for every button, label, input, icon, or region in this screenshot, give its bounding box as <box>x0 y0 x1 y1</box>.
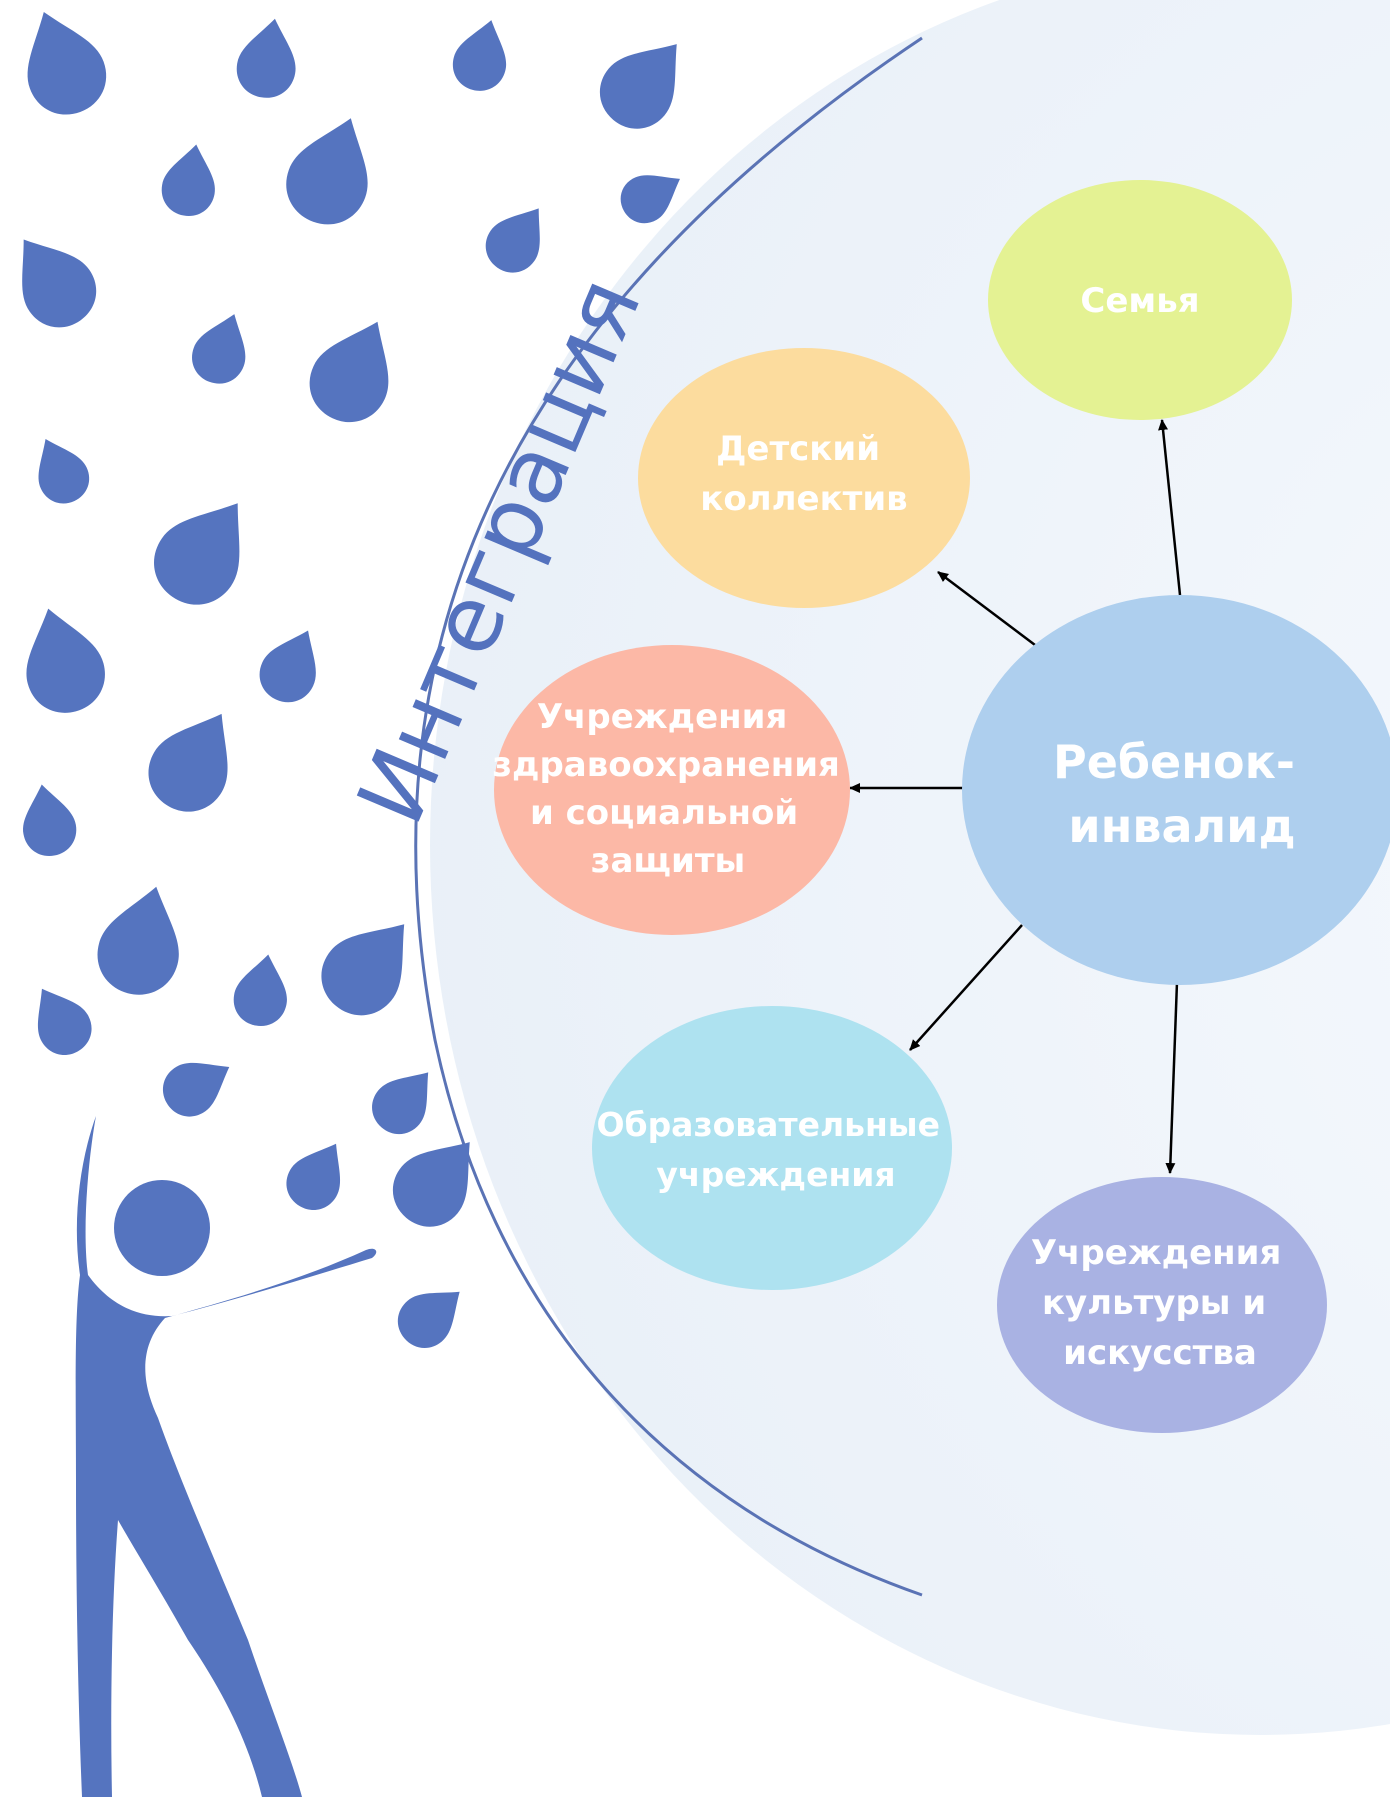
arrow-to-culture <box>1165 981 1179 1174</box>
water-drop-icon <box>397 1291 460 1348</box>
node-culture-line-1: Учреждения <box>1031 1233 1281 1273</box>
node-culture-line-2: культуры и <box>1042 1283 1266 1323</box>
node-education-label: Образовательные учреждения <box>596 1105 951 1194</box>
node-education-shape <box>592 1006 952 1290</box>
node-education-line-1: Образовательные <box>596 1105 940 1144</box>
node-children-collective: Детский коллектив <box>638 348 970 608</box>
water-drop-icon <box>233 954 287 1026</box>
water-drop-icon <box>259 630 316 703</box>
node-center-line-2: инвалид <box>1068 799 1295 853</box>
water-drop-icon <box>286 118 368 225</box>
node-healthcare-line-4: защиты <box>591 841 746 881</box>
node-healthcare-line-1: Учреждения <box>537 697 787 737</box>
node-family-line-1: Семья <box>1080 281 1199 321</box>
water-drop-icon <box>620 175 680 224</box>
water-drop-icon <box>452 20 507 91</box>
node-children-collective-label: Детский коллектив <box>700 429 907 519</box>
water-drop-icon <box>154 503 240 605</box>
arrows-group <box>849 419 1182 1174</box>
water-drop-icon <box>27 12 107 115</box>
water-drop-icon <box>192 314 246 384</box>
node-healthcare-label: Учреждения здравоохранения и социальной … <box>492 697 851 881</box>
water-drop-icon <box>600 44 677 129</box>
water-drop-icon <box>163 1062 230 1117</box>
node-culture-shape <box>997 1177 1327 1433</box>
node-education: Образовательные учреждения <box>592 1006 952 1290</box>
arrow-to-education <box>909 924 1023 1051</box>
node-healthcare: Учреждения здравоохранения и социальной … <box>492 645 851 935</box>
water-drop-icon <box>38 439 90 504</box>
water-drop-icon <box>485 208 540 273</box>
node-children-collective-line-1: Детский <box>716 429 880 469</box>
node-children-collective-shape <box>638 348 970 608</box>
water-drop-icon <box>236 18 296 98</box>
node-center-shape <box>962 595 1390 985</box>
node-culture: Учреждения культуры и искусства <box>997 1177 1327 1433</box>
node-family-label: Семья <box>1080 281 1199 321</box>
water-drop-icon <box>161 144 215 216</box>
person-figure-icon <box>75 1116 377 1797</box>
person-head <box>114 1180 210 1276</box>
water-drop-icon <box>37 988 92 1055</box>
water-drop-icon <box>26 608 105 713</box>
water-drop-icon <box>23 784 77 856</box>
water-drop-icon <box>22 239 97 328</box>
water-drop-icon <box>372 1072 429 1135</box>
person-body <box>75 1116 377 1797</box>
node-family: Семья <box>988 180 1292 420</box>
node-center: Ребенок- инвалид <box>962 595 1390 985</box>
arrow-to-family <box>1158 419 1182 596</box>
node-healthcare-line-2: здравоохранения <box>492 745 840 785</box>
node-children-collective-line-2: коллектив <box>700 479 907 519</box>
water-drop-icon <box>309 321 389 423</box>
water-drop-icon <box>286 1143 341 1210</box>
node-family-shape <box>988 180 1292 420</box>
node-culture-label: Учреждения культуры и искусства <box>1031 1233 1293 1373</box>
node-center-line-1: Ребенок- <box>1053 735 1295 789</box>
node-healthcare-shape <box>494 645 850 935</box>
node-healthcare-line-3: и социальной <box>530 793 798 833</box>
water-drop-icon <box>321 924 405 1016</box>
water-drop-icon <box>393 1142 470 1227</box>
boundary-arc <box>414 36 923 1597</box>
node-education-line-2: учреждения <box>656 1155 895 1194</box>
node-center-label: Ребенок- инвалид <box>1053 735 1311 853</box>
water-drop-icon <box>148 713 228 812</box>
water-drop-icon <box>97 886 179 995</box>
drops-group <box>22 12 680 1348</box>
arrow-to-children-collective <box>937 571 1036 646</box>
node-culture-line-3: искусства <box>1063 1333 1257 1373</box>
